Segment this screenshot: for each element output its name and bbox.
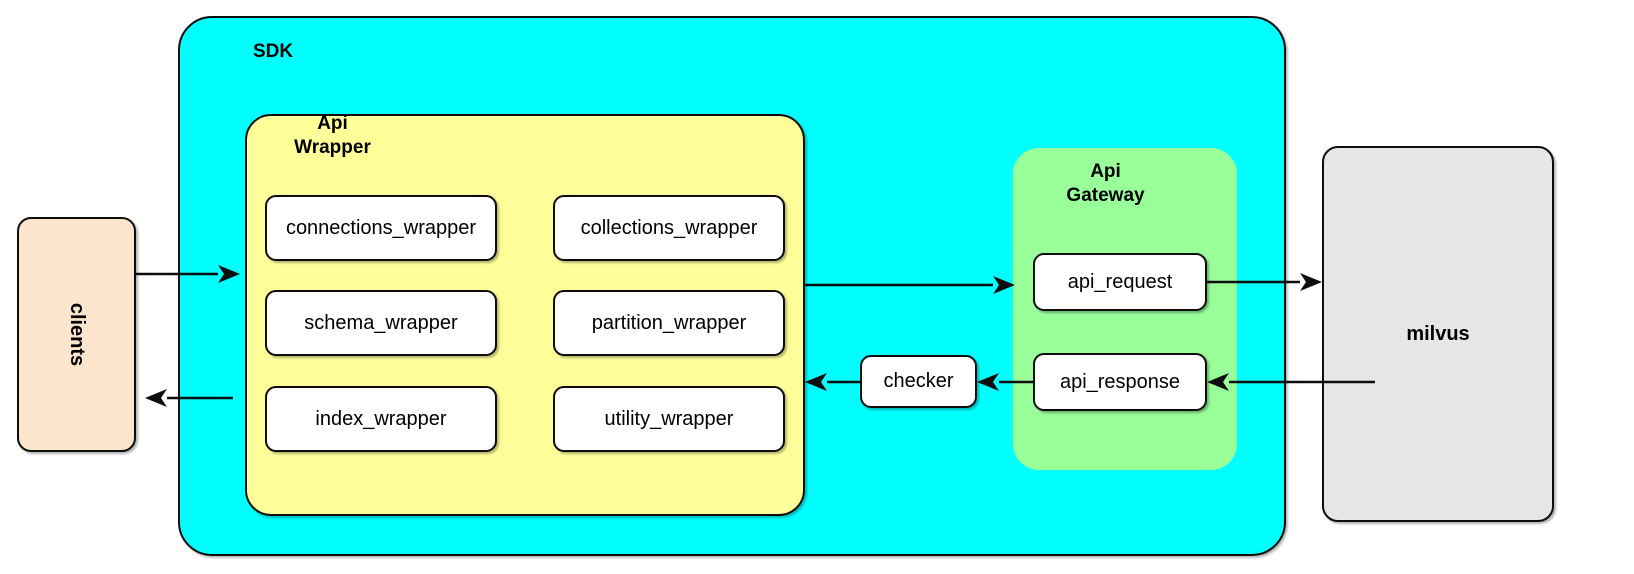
node-index-wrapper[interactable]: index_wrapper	[265, 386, 497, 452]
node-checker[interactable]: checker	[860, 355, 977, 408]
api-gateway-title: Api Gateway	[1066, 161, 1145, 206]
node-api-request[interactable]: api_request	[1033, 253, 1207, 311]
node-utility-wrapper[interactable]: utility_wrapper	[553, 386, 785, 452]
api-wrapper-title: Api Wrapper	[294, 113, 371, 158]
node-partition-wrapper[interactable]: partition_wrapper	[553, 290, 785, 356]
node-connections-wrapper[interactable]: connections_wrapper	[265, 195, 497, 261]
node-schema-wrapper[interactable]: schema_wrapper	[265, 290, 497, 356]
node-clients[interactable]: clients	[17, 217, 136, 452]
node-collections-wrapper[interactable]: collections_wrapper	[553, 195, 785, 261]
sdk-title: SDK	[252, 41, 294, 62]
node-api-response[interactable]: api_response	[1033, 353, 1207, 411]
node-clients-label: clients	[65, 302, 88, 367]
node-milvus[interactable]: milvus	[1322, 146, 1554, 522]
